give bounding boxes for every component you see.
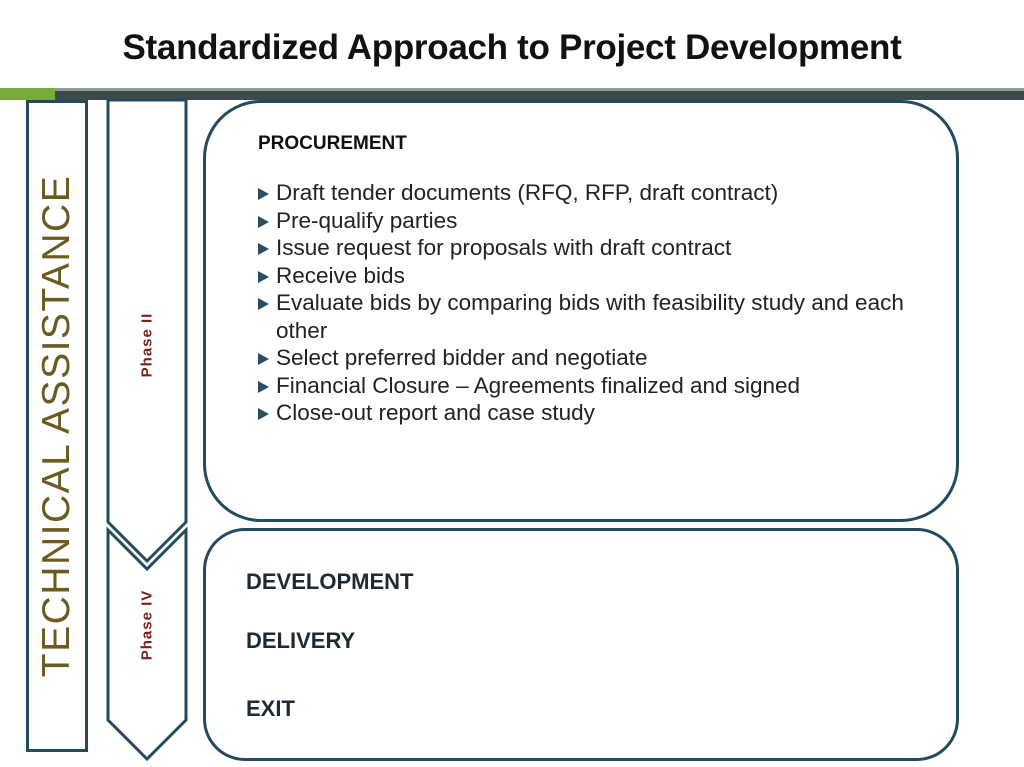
stage-delivery: DELIVERY: [246, 628, 356, 653]
triangle-bullet-icon: [258, 270, 269, 283]
list-item: Select preferred bidder and negotiate: [254, 344, 914, 372]
list-item: Draft tender documents (RFQ, RFP, draft …: [254, 179, 914, 207]
list-item: Pre-qualify parties: [254, 207, 914, 235]
title-divider-bar: [0, 88, 1024, 100]
triangle-bullet-icon: [258, 188, 269, 200]
triangle-bullet-icon: [258, 353, 269, 365]
divider-dark: [55, 88, 1024, 100]
stage-exit: EXIT: [246, 696, 295, 721]
stages-panel: DEVELOPMENT DELIVERY EXIT: [203, 528, 959, 761]
technical-assistance-box: TECHNICAL ASSISTANCE: [26, 100, 88, 752]
procurement-panel: PROCUREMENT Draft tender documents (RFQ,…: [203, 100, 959, 522]
divider-highlight: [55, 88, 1024, 91]
list-item: Close-out report and case study: [254, 399, 914, 427]
list-item: Financial Closure – Agreements finalized…: [254, 372, 914, 400]
divider-accent-green: [0, 88, 55, 100]
phase-iv-label: Phase IV: [138, 589, 156, 661]
phase-ii-chevron: [106, 98, 188, 564]
triangle-bullet-icon: [258, 215, 269, 228]
list-item: Receive bids: [254, 262, 914, 290]
phase-ii-label: Phase II: [138, 312, 156, 378]
stage-development: DEVELOPMENT: [246, 569, 414, 594]
list-item: Evaluate bids by comparing bids with fea…: [254, 289, 914, 344]
page-title: Standardized Approach to Project Develop…: [122, 28, 902, 67]
procurement-list: Draft tender documents (RFQ, RFP, draft …: [254, 179, 914, 427]
phase-iv-chevron: [106, 526, 188, 762]
triangle-bullet-icon: [258, 243, 269, 255]
triangle-bullet-icon: [258, 408, 269, 420]
triangle-bullet-icon: [258, 298, 269, 310]
triangle-bullet-icon: [258, 380, 269, 393]
list-item: Issue request for proposals with draft c…: [254, 234, 914, 262]
procurement-heading: PROCUREMENT: [258, 133, 407, 154]
